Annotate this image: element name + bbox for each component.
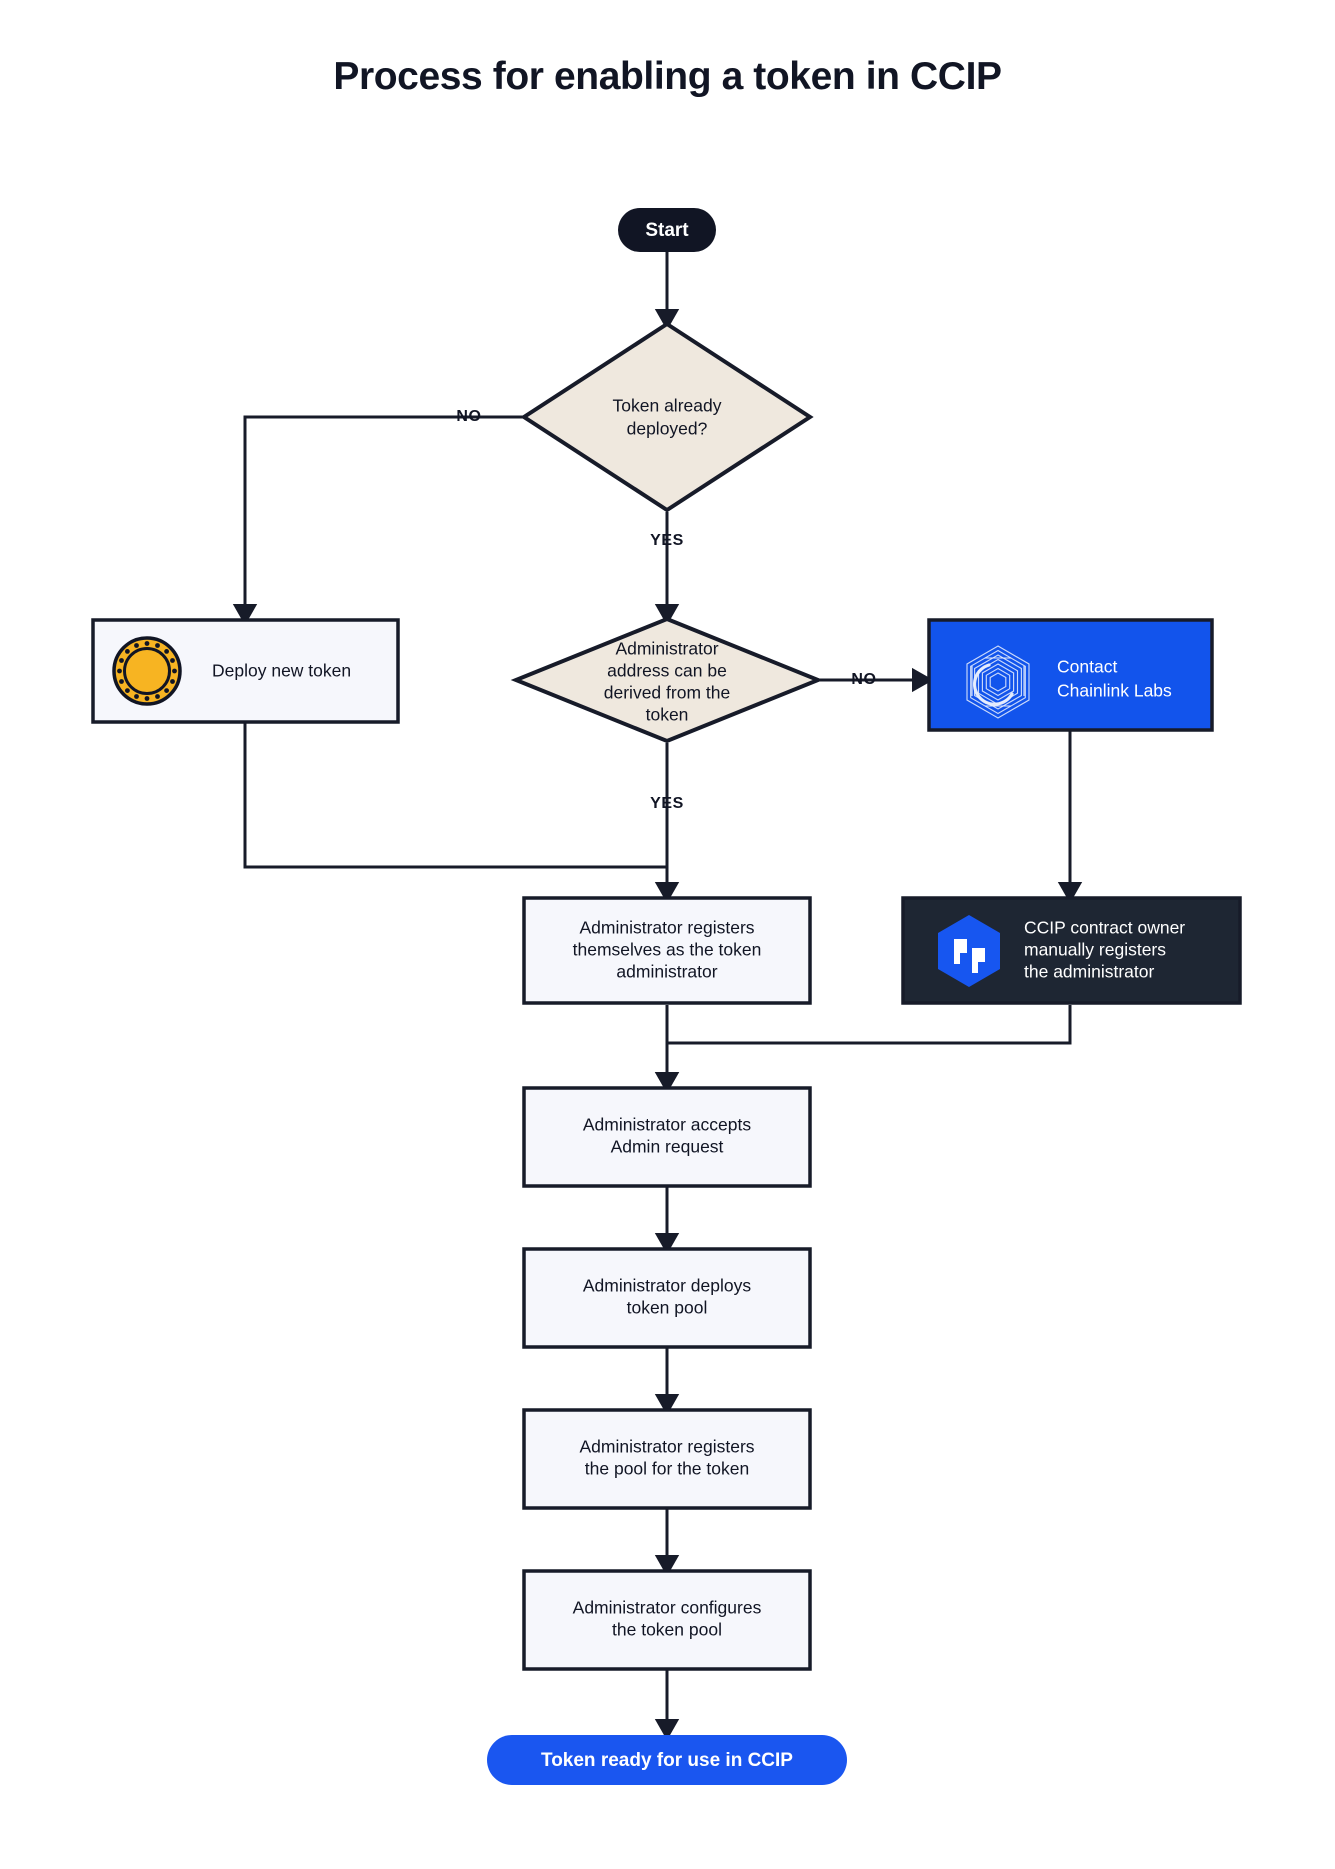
node-deploy-new-token[interactable]: Deploy new token bbox=[91, 618, 400, 724]
ccip-owner-line-2: manually registers bbox=[1024, 940, 1166, 960]
admin-configures-pool-line-2: the token pool bbox=[612, 1620, 722, 1640]
decision-admin-line-3: derived from the bbox=[604, 683, 730, 703]
ccip-logo-icon bbox=[938, 915, 1000, 987]
node-end[interactable]: Token ready for use in CCIP bbox=[487, 1735, 847, 1785]
node-start[interactable]: Start bbox=[618, 208, 716, 252]
decision-deployed-line-1: Token already bbox=[613, 396, 722, 416]
admin-accepts-line-2: Admin request bbox=[611, 1137, 724, 1157]
chainlink-logo-icon bbox=[966, 645, 1030, 719]
start-pill-shape bbox=[618, 208, 716, 252]
admin-deploys-pool-line-2: token pool bbox=[627, 1298, 708, 1318]
page-title: Process for enabling a token in CCIP bbox=[333, 55, 1002, 98]
branch-label-deployed-no: NO bbox=[456, 408, 481, 425]
decision-admin-line-2: address can be bbox=[607, 661, 727, 681]
admin-configures-pool-line-1: Administrator configures bbox=[573, 1598, 762, 1618]
admin-deploys-pool-line-1: Administrator deploys bbox=[583, 1276, 752, 1296]
admin-registers-self-line-1: Administrator registers bbox=[579, 918, 754, 938]
admin-registers-self-line-2: themselves as the token bbox=[573, 940, 762, 960]
admin-registers-pool-line-1: Administrator registers bbox=[579, 1437, 754, 1457]
admin-registers-pool-line-2: the pool for the token bbox=[585, 1459, 749, 1479]
branch-label-admin-yes: YES bbox=[650, 795, 684, 812]
admin-deploys-pool-shape bbox=[522, 1247, 812, 1349]
node-admin-configures-pool[interactable]: Administrator configures the token pool bbox=[522, 1569, 812, 1671]
contact-chainlink-line-2: Chainlink Labs bbox=[1057, 681, 1172, 701]
node-admin-deploys-pool[interactable]: Administrator deploys token pool bbox=[522, 1247, 812, 1349]
start-label: Start bbox=[645, 220, 689, 241]
admin-registers-self-shape bbox=[522, 896, 812, 1005]
branch-label-admin-no: NO bbox=[851, 671, 876, 688]
ccip-owner-line-1: CCIP contract owner bbox=[1024, 918, 1185, 938]
decision-deployed-shape bbox=[520, 321, 814, 513]
node-decision-admin-derived[interactable]: Administrator address can be derived fro… bbox=[510, 616, 824, 744]
end-pill-shape bbox=[487, 1735, 847, 1785]
admin-registers-self-line-3: administrator bbox=[616, 962, 717, 982]
node-admin-registers-self[interactable]: Administrator registers themselves as th… bbox=[522, 896, 812, 1005]
decision-admin-line-1: Administrator bbox=[615, 639, 718, 659]
admin-configures-pool-shape bbox=[522, 1569, 812, 1671]
edge-ccip-owner-to-accepts bbox=[654, 1005, 1072, 1094]
node-contact-chainlink[interactable]: Contact Chainlink Labs bbox=[927, 618, 1214, 732]
admin-registers-pool-shape bbox=[522, 1408, 812, 1510]
decision-admin-line-4: token bbox=[646, 705, 689, 725]
node-admin-accepts[interactable]: Administrator accepts Admin request bbox=[522, 1086, 812, 1188]
decision-admin-derived-shape bbox=[510, 616, 824, 744]
decision-deployed-line-2: deployed? bbox=[627, 419, 708, 439]
contact-chainlink-line-1: Contact bbox=[1057, 657, 1117, 677]
edge-deploy-to-spine bbox=[243, 722, 667, 869]
node-decision-token-deployed[interactable]: Token already deployed? bbox=[520, 321, 814, 513]
deploy-new-token-label: Deploy new token bbox=[212, 661, 351, 681]
gold-coin-icon bbox=[112, 636, 182, 706]
admin-accepts-line-1: Administrator accepts bbox=[583, 1115, 752, 1135]
admin-accepts-shape bbox=[522, 1086, 812, 1188]
end-label: Token ready for use in CCIP bbox=[541, 1750, 793, 1771]
branch-label-deployed-yes: YES bbox=[650, 532, 684, 549]
node-ccip-owner-registers[interactable]: CCIP contract owner manually registers t… bbox=[901, 896, 1242, 1005]
node-admin-registers-pool[interactable]: Administrator registers the pool for the… bbox=[522, 1408, 812, 1510]
ccip-owner-line-3: the administrator bbox=[1024, 962, 1155, 982]
edge-deployed-no-to-deploy bbox=[232, 415, 549, 626]
